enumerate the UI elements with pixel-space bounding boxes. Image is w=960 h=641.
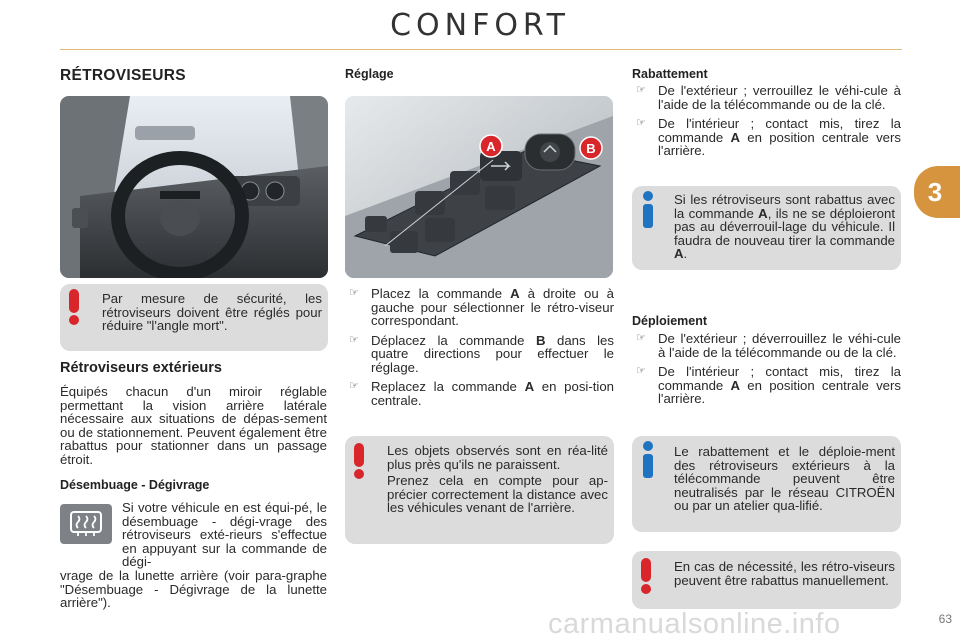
safety-warning-callout: Par mesure de sécurité, les rétroviseurs… <box>60 284 328 351</box>
pointing-hand-icon: ☞ <box>349 333 359 346</box>
intro-paragraph: Équipés chacun d'un miroir réglable perm… <box>60 384 327 467</box>
car-interior-illustration <box>60 96 328 278</box>
label-b: B <box>586 141 595 156</box>
pointing-hand-icon: ☞ <box>636 365 646 377</box>
list-item: ☞Replacez la commande A en posi-tion cen… <box>349 379 614 408</box>
manual-fold-warning-callout: En cas de nécessité, les rétro-viseurs p… <box>632 551 901 609</box>
door-switch-panel-illustration: A B <box>345 96 613 278</box>
safety-warning-text: Par mesure de sécurité, les rétroviseurs… <box>102 291 322 333</box>
page-number: 63 <box>938 612 952 626</box>
label-a-marker <box>479 134 503 158</box>
label-b-marker <box>579 136 603 160</box>
list-item: ☞De l'extérieur ; verrouillez le véhi-cu… <box>636 83 901 112</box>
distance-warning-p1: Les objets observés sont en réa-lité plu… <box>387 443 608 472</box>
reglage-steps: ☞Placez la commande A à droite ou à gauc… <box>345 287 614 413</box>
manual-fold-warning-text: En cas de nécessité, les rétro-viseurs p… <box>674 559 895 588</box>
info-icon <box>634 190 662 230</box>
distance-warning-p2: Prenez cela en compte pour ap-précier co… <box>387 473 608 515</box>
car-interior-photo <box>60 96 328 278</box>
deploiement-steps: ☞De l'extérieur ; déverrouillez le véhi-… <box>632 332 901 412</box>
list-item: ☞Placez la commande A à droite ou à gauc… <box>349 286 614 328</box>
defrost-text-part2: vrage de la lunette arrière (voir para-g… <box>60 568 327 610</box>
rabattement-title: Rabattement <box>632 67 708 81</box>
info-callout-neutralisation: Le rabattement et le déploie-ment des ré… <box>632 436 901 532</box>
header-divider <box>60 49 902 50</box>
info-rabattus-text: Si les rétroviseurs sont rabattus avec l… <box>674 192 896 261</box>
section-title-retroviseurs: RÉTROVISEURS <box>60 67 186 84</box>
pointing-hand-icon: ☞ <box>636 332 646 344</box>
info-callout-rabattus: Si les rétroviseurs sont rabattus avec l… <box>632 186 901 270</box>
pointing-hand-icon: ☞ <box>636 117 646 129</box>
info-icon <box>634 440 662 480</box>
mirror-control-photo: A B <box>345 96 613 278</box>
list-item: ☞De l'extérieur ; déverrouillez le véhi-… <box>636 331 901 360</box>
pointing-hand-icon: ☞ <box>636 84 646 96</box>
pointing-hand-icon: ☞ <box>349 380 359 392</box>
rear-defrost-icon <box>60 504 112 544</box>
page-title: CONFORT <box>390 8 570 43</box>
list-item: ☞De l'intérieur ; contact mis, tirez la … <box>636 116 902 158</box>
defrost-title: Désembuage - Dégivrage <box>60 478 210 492</box>
warning-icon <box>632 555 660 595</box>
reglage-title: Réglage <box>345 67 394 81</box>
warning-icon <box>60 286 88 326</box>
list-item: ☞De l'intérieur ; contact mis, tirez la … <box>636 364 902 406</box>
info-neutralisation-text: Le rabattement et le déploie-ment des ré… <box>674 444 895 513</box>
watermark: carmanualsonline.info <box>548 608 841 640</box>
warning-icon <box>345 440 373 480</box>
list-item: ☞Déplacez la commande B dans les quatre … <box>349 332 614 375</box>
pointing-hand-icon: ☞ <box>349 287 359 299</box>
subsection-title-exterieurs: Rétroviseurs extérieurs <box>60 360 222 376</box>
chapter-tab: 3 <box>914 166 960 218</box>
distance-warning-callout: Les objets observés sont en réa-lité plu… <box>345 436 614 544</box>
deploiement-title: Déploiement <box>632 314 708 328</box>
defrost-text-part1: Si votre véhicule en est équi-pé, le dés… <box>122 500 327 569</box>
rabattement-steps: ☞De l'extérieur ; verrouillez le véhi-cu… <box>632 84 901 164</box>
label-a: A <box>486 139 496 154</box>
